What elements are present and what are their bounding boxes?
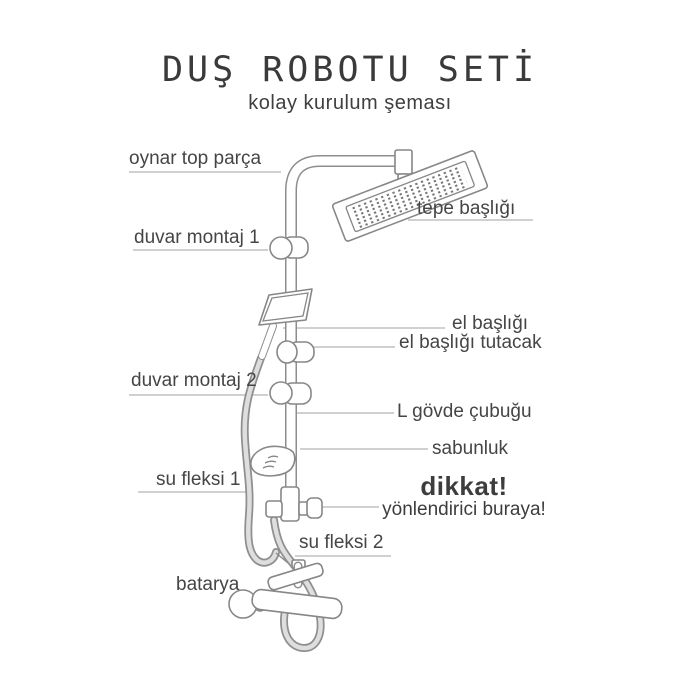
label-duvar-montaj-1: duvar montaj 1 [134, 227, 260, 248]
page-title: DUŞ ROBOTU SETİ [161, 50, 539, 90]
wall-mount-1-drawing [269, 236, 309, 260]
header: DUŞ ROBOTU SETİ kolay kurulum şeması [0, 50, 700, 115]
top-shower-head-drawing [331, 150, 489, 242]
soap-dish-drawing [250, 445, 296, 477]
warning-note: dikkat! yönlendirici buraya! [378, 473, 550, 519]
label-duvar-montaj-2: duvar montaj 2 [131, 370, 257, 391]
hand-shower-holder-drawing [276, 340, 315, 364]
l-body-pipe-drawing [285, 155, 406, 495]
label-batarya: batarya [176, 574, 240, 595]
label-tepe-basligi: tepe başlığı [417, 198, 516, 219]
label-sabunluk: sabunluk [432, 438, 509, 459]
warning-text: yönlendirici buraya! [382, 499, 546, 520]
diverter-drawing [265, 486, 323, 522]
label-el-basligi-tutacak: el başlığı tutacak [399, 332, 542, 353]
label-su-fleksi-1: su fleksi 1 [156, 469, 241, 490]
label-el-basligi: el başlığı [452, 313, 529, 334]
label-l-govde-cubugu: L gövde çubuğu [397, 401, 532, 422]
pointer-lines [129, 171, 533, 557]
label-oynar-top-parca: oynar top parça [129, 148, 262, 169]
wall-mount-2-drawing [269, 381, 312, 405]
faucet-drawing [228, 559, 343, 620]
label-su-fleksi-2: su fleksi 2 [299, 532, 384, 553]
page-subtitle: kolay kurulum şeması [248, 92, 452, 114]
warning-title: dikkat! [420, 471, 508, 501]
hand-shower-drawing [258, 288, 313, 360]
